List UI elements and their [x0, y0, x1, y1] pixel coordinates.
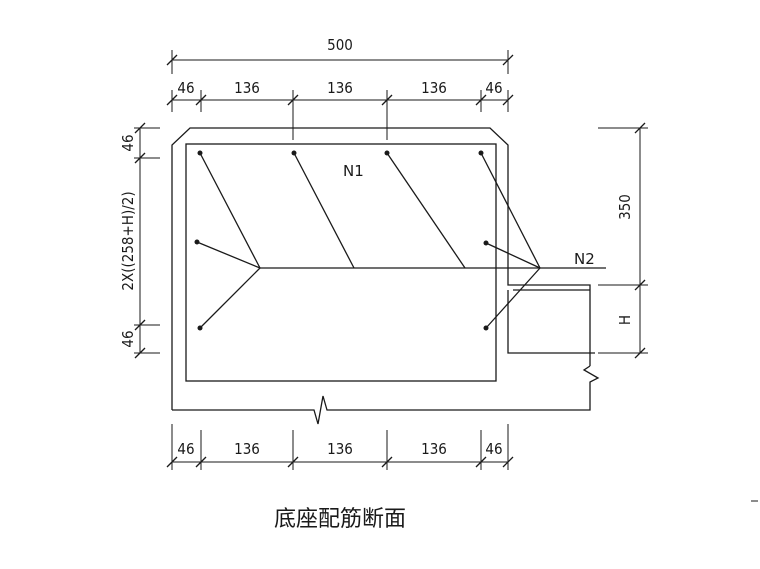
- dim-top-edge-right: 46: [485, 79, 502, 97]
- dim-top-span-3: 136: [421, 79, 447, 97]
- dim-right-upper: 350: [616, 194, 634, 220]
- dim-total-width-label: 500: [327, 36, 353, 54]
- rebar-dots: [194, 150, 489, 331]
- dim-bottom-span-3: 136: [421, 440, 447, 458]
- base-outline: [171, 127, 600, 425]
- dim-bottom-segments: 46 136 136 136 46: [166, 424, 514, 470]
- dim-top-edge-left: 46: [177, 79, 194, 97]
- dim-left-middle: 2X((258+H)/2): [119, 191, 137, 290]
- dim-top-segments: 46 136 136 136 46: [166, 79, 514, 140]
- dim-bottom-edge-right: 46: [485, 440, 502, 458]
- dim-right: 350 H: [598, 122, 648, 359]
- rebar-n1-bars: [196, 152, 541, 329]
- label-n1: N1: [343, 162, 364, 180]
- dim-bottom-span-1: 136: [234, 440, 260, 458]
- dim-left: 46 2X((258+H)/2) 46: [119, 122, 160, 359]
- dim-left-bottom: 46: [119, 330, 137, 347]
- rebar-cage: [185, 143, 497, 382]
- dim-top-span-2: 136: [327, 79, 353, 97]
- label-n2: N2: [574, 250, 595, 268]
- dim-bottom-edge-left: 46: [177, 440, 194, 458]
- dim-right-lower: H: [616, 315, 634, 325]
- dim-top-span-1: 136: [234, 79, 260, 97]
- dim-bottom-span-2: 136: [327, 440, 353, 458]
- dim-left-top: 46: [119, 134, 137, 151]
- dim-total-width: 500: [166, 36, 514, 74]
- drawing-title: 底座配筋断面: [274, 507, 406, 532]
